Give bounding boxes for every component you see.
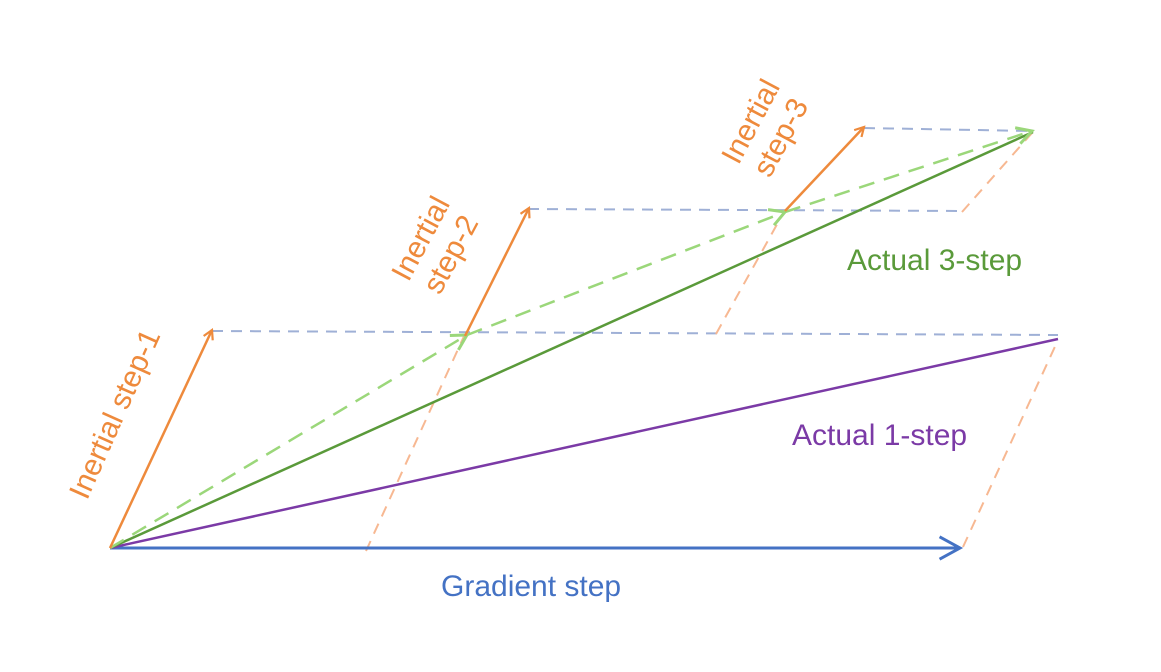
inertial-step-1-label: Inertial step-1: [63, 324, 167, 503]
momentum-segment-1: [109, 333, 470, 550]
gradient-step-label: Gradient step: [441, 570, 621, 603]
momentum-segment-2: [466, 208, 788, 337]
guide-line-3: [863, 127, 1033, 132]
momentum-path: [109, 126, 1035, 550]
inertial-arrows: [108, 127, 864, 549]
momentum-segment-3: [784, 126, 1035, 214]
parallel-line-1: [365, 333, 466, 552]
guide-line-1: [211, 330, 1059, 336]
actual-3-step-label: Actual 3-step: [847, 244, 1022, 277]
guide-line-2: [527, 208, 964, 212]
inertial-step-2-label: Inertial step-2: [385, 191, 485, 299]
inertial-step-3-label: Inertial step-3: [715, 74, 815, 182]
parallel-line-2: [962, 339, 1059, 548]
parallel-line-3: [715, 209, 786, 335]
inertial-step-1-arrow: [108, 330, 212, 549]
actual-1-step-label: Actual 1-step: [792, 419, 967, 452]
actual-3-step-line: [109, 130, 1034, 550]
inertial-step-3-arrow: [784, 127, 864, 212]
inertial-step-2-arrow: [463, 208, 529, 337]
actual-1-step-line: [109, 337, 1059, 550]
parallel-guide-lines: [365, 132, 1059, 552]
parallel-line-4: [961, 132, 1033, 213]
horizontal-guide-lines: [211, 127, 1059, 336]
